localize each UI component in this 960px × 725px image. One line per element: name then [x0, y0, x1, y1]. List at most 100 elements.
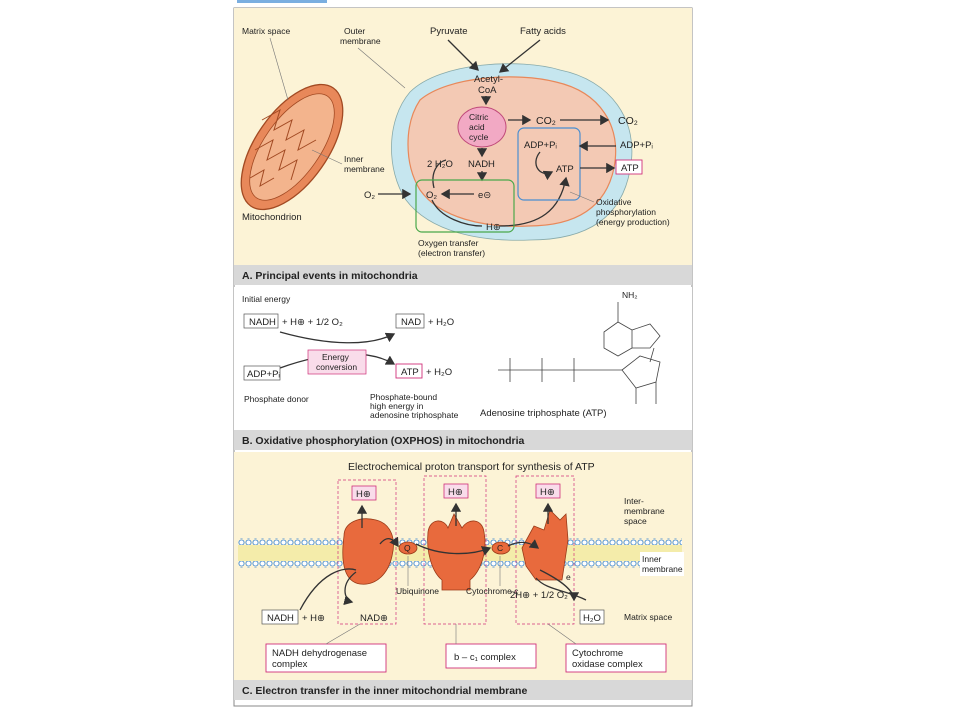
intermembrane-2: membrane: [624, 506, 665, 516]
h2o-box: [579, 609, 605, 625]
atp-output-box: [615, 159, 643, 175]
nadh-dh-label-2: complex: [272, 659, 308, 670]
acetyl-coa-label-1: Acetyl-: [474, 74, 503, 85]
fatty-acids-label: Fatty acids: [520, 26, 566, 37]
top-accent: [237, 0, 327, 3]
panel-a: A. Principal events in mitochondria Matr…: [234, 8, 692, 285]
nad-box-label: NAD: [401, 317, 421, 328]
h2o-box-label: H₂O: [583, 613, 601, 624]
proton-1: H⊕: [356, 489, 371, 500]
mitochondrion-illustration: [240, 83, 344, 211]
panel-b: B. Oxidative phosphorylation (OXPHOS) in…: [234, 287, 692, 450]
phosphate-bound-3: adenosine triphosphate: [370, 410, 459, 420]
atp-box: [395, 363, 423, 379]
proton-3: H⊕: [540, 487, 555, 498]
citric-label-2: acid: [469, 122, 485, 132]
water-label: 2 H₂O: [427, 159, 453, 170]
oxygen-transfer-label-2: (electron transfer): [418, 248, 485, 258]
nadh-dh-box: [265, 643, 387, 673]
atp-box-label: ATP: [621, 163, 639, 174]
atp-name-label: Adenosine triphosphate (ATP): [480, 408, 607, 419]
adp-inner: ADP+Pᵢ: [524, 140, 557, 151]
e-label: e: [566, 572, 571, 582]
energy-conversion-2: conversion: [316, 362, 357, 372]
panel-c: C. Electron transfer in the inner mitoch…: [234, 452, 692, 700]
o2-outer: O₂: [364, 190, 375, 201]
proton-label: H⊕: [486, 222, 501, 233]
inner-membrane-c-1: Inner: [642, 554, 662, 564]
proton-box-1: [351, 485, 377, 501]
proton-2: H⊕: [448, 487, 463, 498]
bc1-label: b – c₁ complex: [454, 652, 516, 663]
organelle-matrix: [407, 76, 617, 227]
inner-membrane-label-1: Inner: [344, 154, 364, 164]
adp-box: [243, 365, 281, 381]
o2-inner: O₂: [426, 190, 437, 201]
phosphate-donor-label: Phosphate donor: [244, 394, 309, 404]
oxphos-label-1: Oxidative: [596, 197, 632, 207]
cyt-ox-label-2: oxidase complex: [572, 659, 643, 670]
atp-structure-drawing: [498, 302, 661, 404]
inner-membrane-label-bg: [640, 552, 684, 576]
acetyl-coa-label-2: CoA: [478, 85, 497, 96]
nadh-box: [243, 313, 279, 329]
nad-box: [395, 313, 425, 329]
two-h-label: 2H⊕ + 1/2 O₂: [510, 590, 568, 601]
oxphos-label-2: phosphorylation: [596, 207, 656, 217]
nad-rest: + H₂O: [428, 317, 454, 328]
energy-conversion-box: [307, 349, 367, 375]
matrix-space-label: Matrix space: [242, 26, 290, 36]
panel-a-caption-bar: [234, 265, 692, 285]
cyt-ox-label-1: Cytochrome: [572, 648, 623, 659]
co2-inner: CO₂: [536, 115, 556, 127]
energy-conversion-1: Energy: [322, 352, 350, 362]
co2-outer: CO₂: [618, 115, 638, 127]
citric-label-1: Citric: [469, 112, 489, 122]
atp-rest: + H₂O: [426, 367, 452, 378]
cyt-ox-box: [565, 643, 667, 673]
nh2-label: NH₂: [622, 290, 638, 300]
cytochrome-c-label: Cytochrome c: [466, 586, 519, 596]
panel-c-title: Electrochemical proton transport for syn…: [348, 461, 595, 473]
pyruvate-label: Pyruvate: [430, 26, 468, 37]
cytochrome-c-carrier: [491, 541, 511, 555]
bc1-box: [445, 643, 537, 669]
nadh-box-c: [261, 609, 299, 625]
proton-box-2: [443, 483, 469, 499]
panel-a-caption: A. Principal events in mitochondria: [242, 270, 418, 282]
oxphos-label-3: (energy production): [596, 217, 670, 227]
nadh-rest: + H⊕ + 1/2 O₂: [282, 317, 343, 328]
nadh-box-c-label: NADH: [267, 613, 294, 624]
oxphos-box: [517, 127, 581, 201]
matrix-space-c: Matrix space: [624, 612, 672, 622]
adp-outer: ADP+Pᵢ: [620, 140, 653, 151]
cytochrome-oxidase-shape: [521, 509, 569, 581]
intermembrane-3: space: [624, 516, 647, 526]
q-label: Q: [404, 543, 411, 553]
proton-box-3: [535, 483, 561, 499]
panel-b-bg: [234, 287, 692, 430]
inner-membrane-label-2: membrane: [344, 164, 385, 174]
panel-b-caption: B. Oxidative phosphorylation (OXPHOS) in…: [242, 435, 525, 447]
adp-box-label: ADP+Pᵢ: [247, 369, 280, 380]
initial-energy-label: Initial energy: [242, 294, 291, 304]
nadh-box-label: NADH: [249, 317, 276, 328]
citric-acid-cycle: [457, 106, 507, 148]
oxygen-transfer-box: [415, 179, 515, 233]
complex-1-frame: [337, 479, 397, 625]
complex-4-frame: [515, 475, 575, 625]
intermembrane-1: Inter-: [624, 496, 644, 506]
atp-inner: ATP: [556, 164, 574, 175]
phosphate-bound-2: high energy in: [370, 401, 424, 411]
outer-membrane-label-1: Outer: [344, 26, 365, 36]
oxygen-transfer-label-1: Oxygen transfer: [418, 238, 479, 248]
inner-membrane-c-2: membrane: [642, 564, 683, 574]
phosphate-bound-1: Phosphate-bound: [370, 392, 437, 402]
nadh-rest-c: + H⊕: [302, 613, 325, 624]
ubiquinone-label: Ubiquinone: [396, 586, 439, 596]
c-label: C: [497, 543, 503, 553]
nadh-dh-label-1: NADH dehydrogenase: [272, 648, 367, 659]
nad-plus-c: NAD⊕: [360, 613, 388, 624]
